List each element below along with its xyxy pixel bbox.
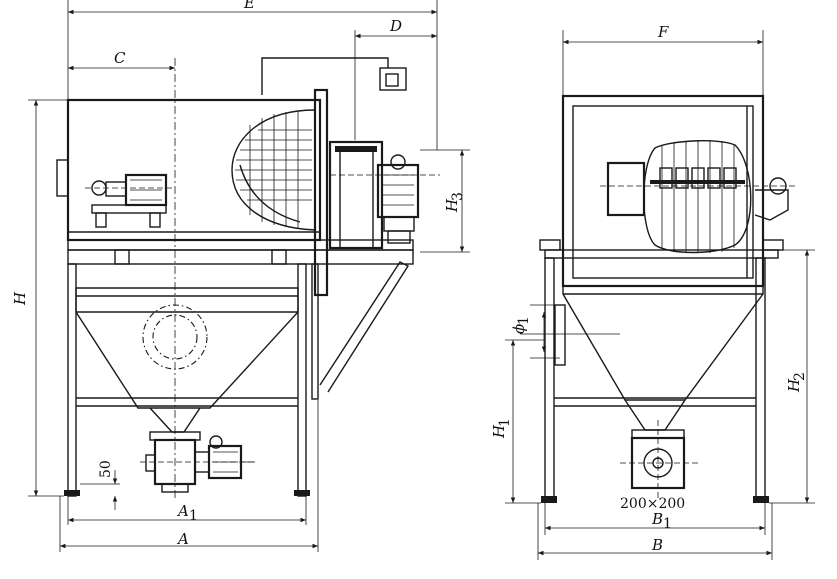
front-view <box>28 0 470 552</box>
svg-text:A: A <box>176 502 189 520</box>
svg-text:3: 3 <box>450 192 466 201</box>
label-a: A <box>176 530 189 548</box>
label-b1: B 1 <box>651 510 672 532</box>
drum-slats <box>661 140 735 253</box>
label-h1: H 1 <box>490 418 513 439</box>
label-phi1: ϕ 1 <box>510 316 532 334</box>
svg-text:H: H <box>443 198 461 213</box>
svg-text:1: 1 <box>663 516 672 532</box>
label-c: C <box>114 49 126 67</box>
label-50: 50 <box>98 460 114 478</box>
label-d: D <box>389 17 402 35</box>
label-outlet-size: 200×200 <box>620 496 685 512</box>
drive-motor <box>85 173 175 228</box>
label-a1: A 1 <box>176 502 198 524</box>
label-h2: H 2 <box>785 372 808 393</box>
svg-text:1: 1 <box>516 316 532 325</box>
label-f: F <box>657 23 669 41</box>
svg-text:H: H <box>785 378 803 393</box>
svg-text:ϕ: ϕ <box>510 324 528 334</box>
rotary-valve <box>140 431 255 493</box>
label-h: H <box>11 291 29 306</box>
svg-text:B: B <box>651 510 663 528</box>
fan-unit <box>328 140 440 250</box>
svg-text:H: H <box>490 424 508 439</box>
dimension-labels: E D C F H H 3 50 A 1 A ϕ 1 H 1 H 2 200×2… <box>11 0 808 554</box>
svg-text:2: 2 <box>792 372 808 381</box>
label-e: E <box>243 0 255 12</box>
side-view <box>505 30 815 560</box>
label-b: B <box>651 536 663 554</box>
mesh-grid <box>235 111 312 228</box>
svg-text:1: 1 <box>189 508 198 524</box>
label-h3: H 3 <box>443 192 466 213</box>
svg-text:1: 1 <box>497 418 513 427</box>
